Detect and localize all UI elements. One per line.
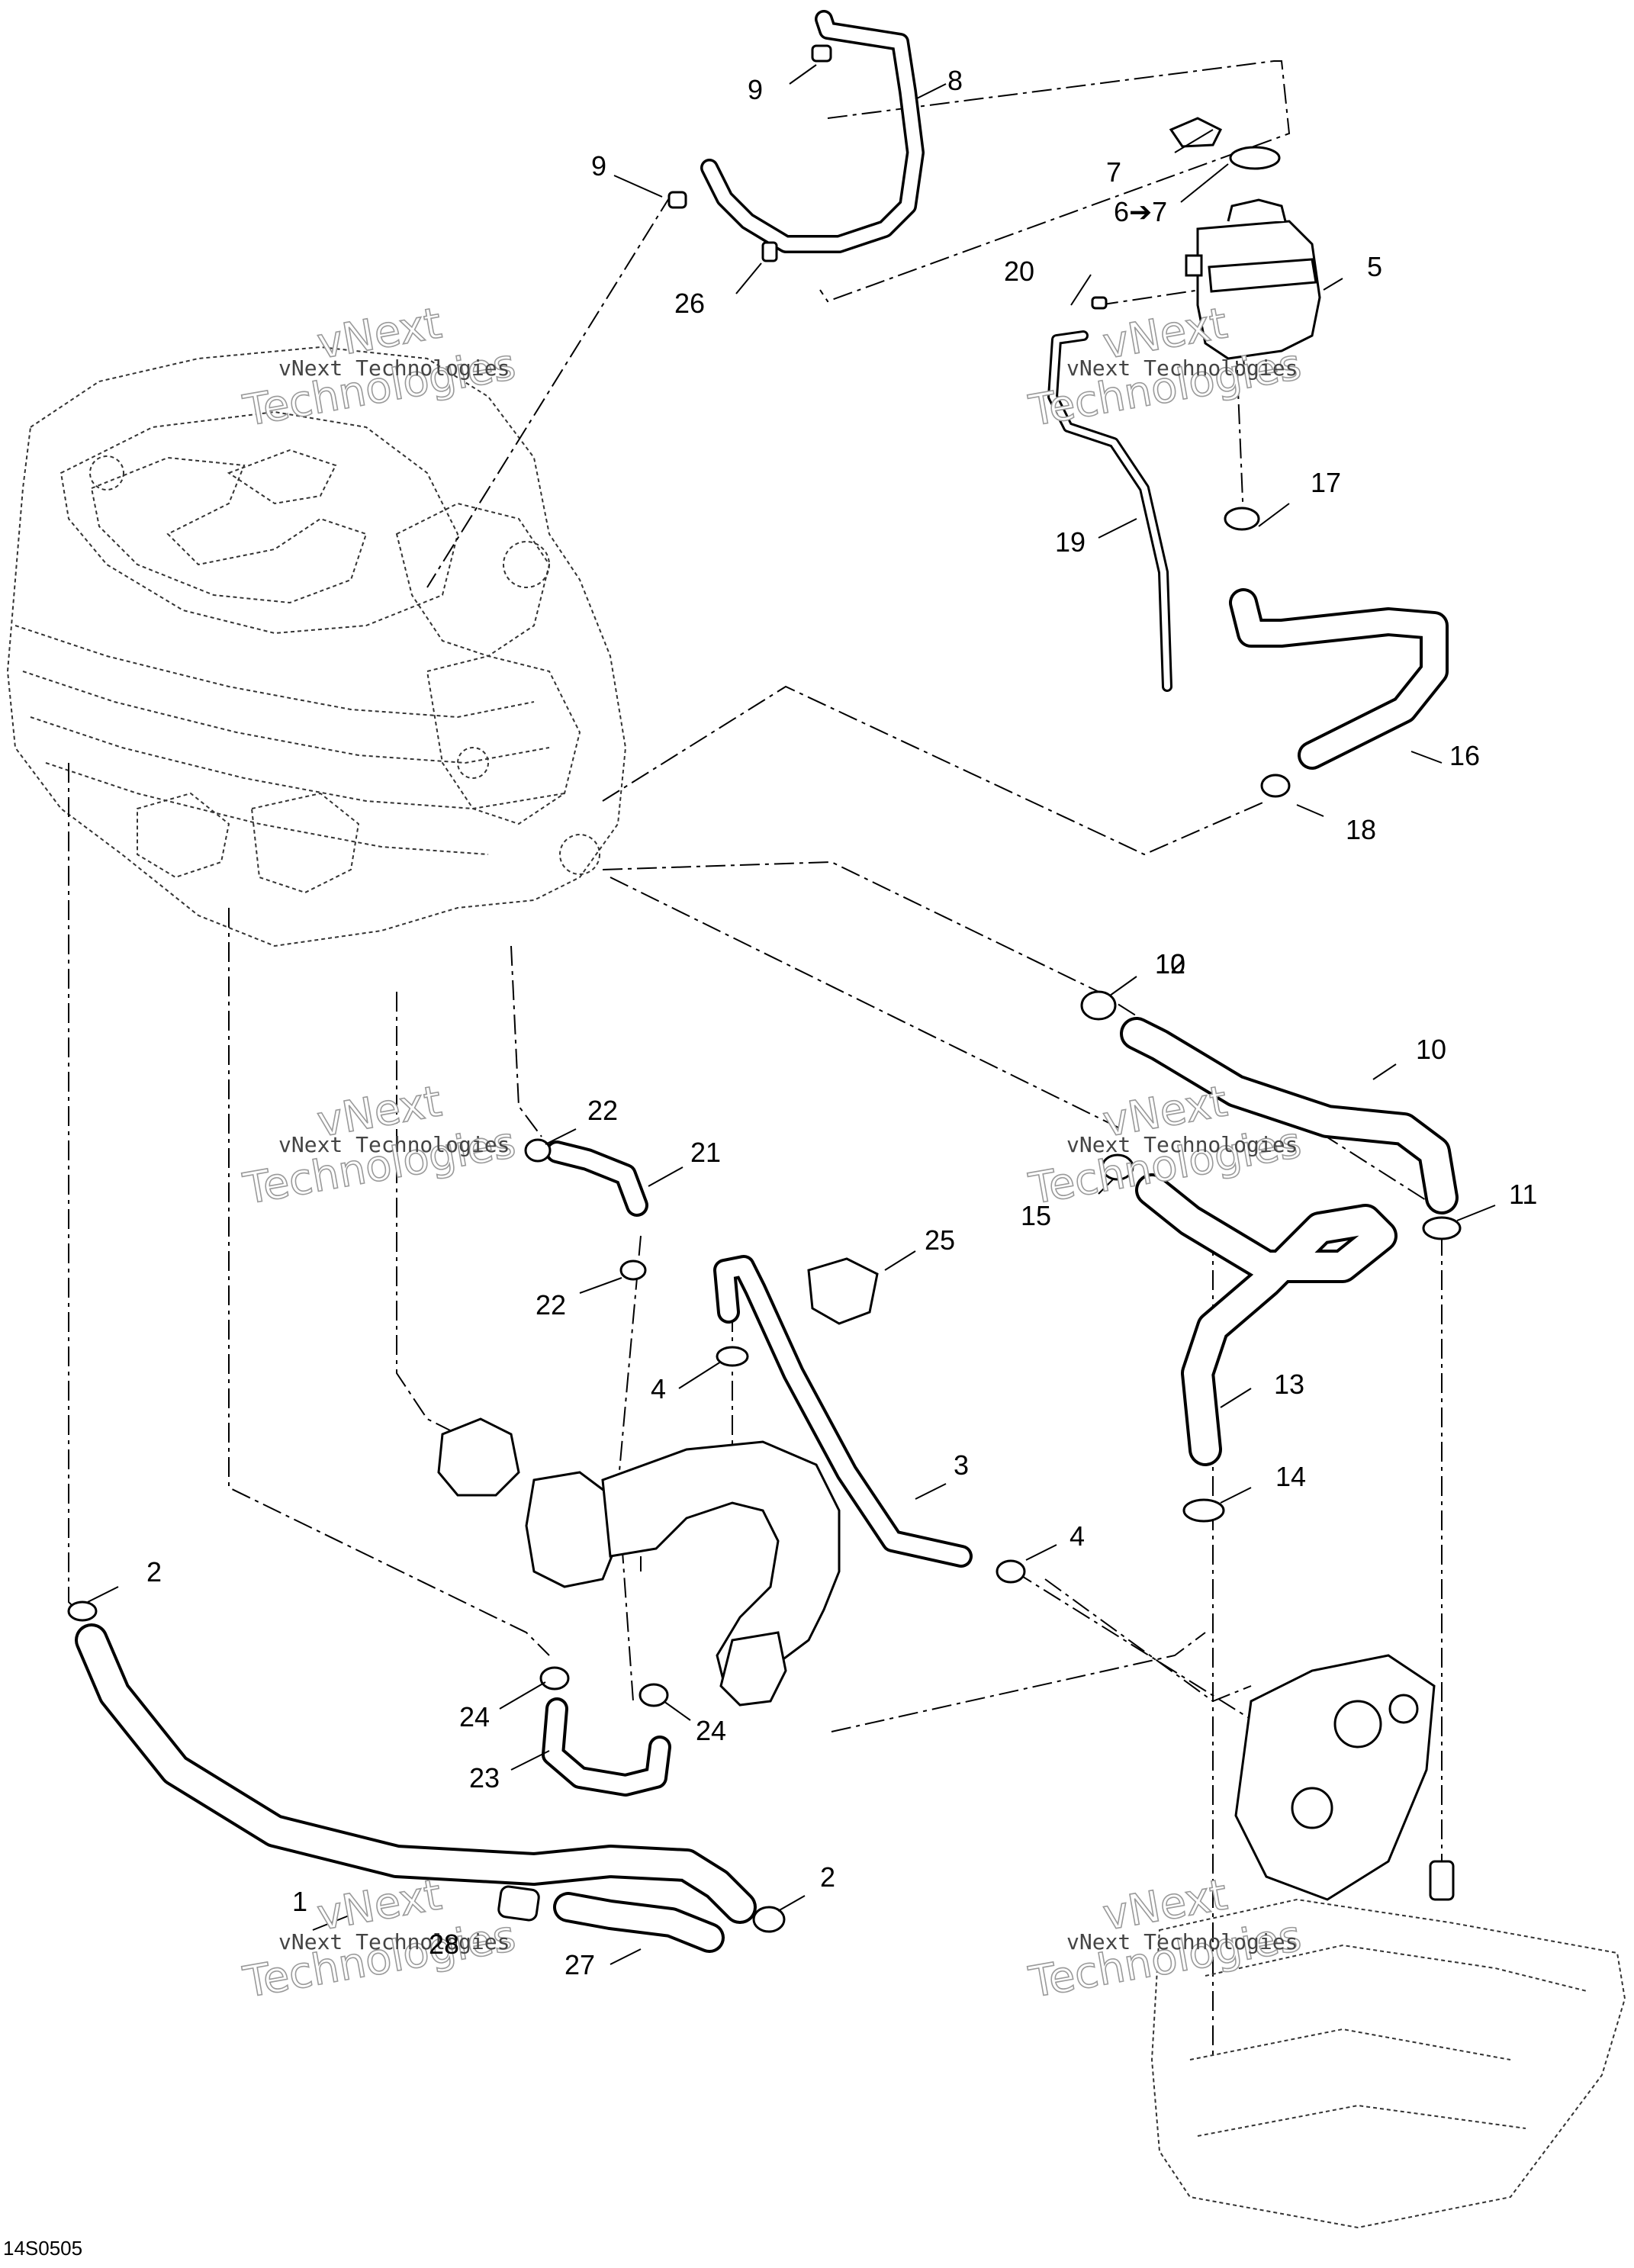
coolant-reservoir[interactable] (1185, 198, 1321, 375)
clamp-12 (1080, 990, 1117, 1021)
hose-16[interactable] (1229, 588, 1449, 770)
clamp-11 (1422, 1216, 1462, 1240)
callout-7: 7 (1106, 156, 1121, 188)
clamp-24-left (539, 1666, 570, 1691)
clamp-14 (1182, 1498, 1225, 1523)
svg-text:vNext Technologies: vNext Technologies (1066, 1929, 1298, 1954)
clamp-18 (1260, 774, 1291, 798)
callout-18: 18 (1346, 814, 1376, 845)
clamp-9-upper (811, 44, 832, 63)
callout-12: 10 (1155, 948, 1185, 980)
callout-19: 19 (1055, 526, 1086, 558)
reservoir-cap[interactable] (1229, 146, 1281, 170)
clamp-17 (1224, 507, 1260, 531)
clamp-2-right (752, 1906, 786, 1933)
svg-text:vNext Technologies: vNext Technologies (1066, 1132, 1298, 1157)
clamp-15 (1101, 1153, 1134, 1181)
hose-1[interactable] (75, 1623, 757, 1924)
outlet-fitting (1429, 1860, 1455, 1901)
clamp-24-right (638, 1683, 669, 1707)
hose-27[interactable] (553, 1892, 725, 1953)
callout-8: 8 (947, 65, 963, 96)
svg-text:vNext Technologies: vNext Technologies (278, 355, 510, 381)
connector-28[interactable] (497, 1885, 540, 1922)
hose-8[interactable] (700, 10, 925, 253)
callout-9-lower: 9 (591, 150, 606, 182)
heat-exchanger-plate (1150, 1898, 1626, 2229)
clamp-9-lower (667, 191, 687, 209)
callout-5: 5 (1367, 251, 1382, 282)
hose-21[interactable] (545, 1140, 648, 1217)
clamps (67, 44, 1462, 1933)
watermarks: vNext Technologies vNext Technologies vN… (239, 298, 1305, 2009)
clamp-20 (1091, 296, 1108, 310)
engine-outline (6, 346, 627, 947)
seal-25[interactable] (807, 1257, 879, 1325)
svg-text:vNext Technologies: vNext Technologies (278, 1929, 510, 1954)
thermostat-housing[interactable] (437, 1417, 841, 1707)
hose-3[interactable] (713, 1255, 973, 1568)
callout-6: 6➔7 (1114, 196, 1167, 227)
clamp-2-left (67, 1600, 98, 1622)
hose-13[interactable] (1135, 1173, 1398, 1466)
leader-lines (87, 64, 1496, 1965)
callout-labels: 8 9 9 26 7 6➔7 20 5 19 17 16 18 10 9 10 … (591, 65, 1480, 980)
clamp-4-lower (996, 1559, 1026, 1584)
clamp-4-upper (716, 1346, 749, 1367)
hose-10[interactable] (1120, 1017, 1459, 1214)
callout-9-upper: 9 (748, 74, 763, 105)
pump-cover (1234, 1654, 1436, 1901)
clamp-22-lower (619, 1259, 647, 1281)
callout-16: 16 (1449, 740, 1480, 771)
callout-20: 20 (1004, 256, 1034, 287)
cap-gasket[interactable] (1169, 117, 1223, 148)
clamp-22-upper (524, 1138, 552, 1163)
spring-26 (761, 241, 778, 262)
callout-17: 17 (1311, 467, 1341, 498)
hose-23[interactable] (542, 1697, 671, 1797)
callout-26: 26 (674, 288, 705, 319)
hose-19[interactable] (1047, 330, 1172, 692)
svg-text:vNext Technologies: vNext Technologies (1066, 355, 1298, 381)
svg-text:vNext Technologies: vNext Technologies (278, 1132, 510, 1157)
drawing-reference-code: 14S0505 (3, 2237, 83, 2260)
